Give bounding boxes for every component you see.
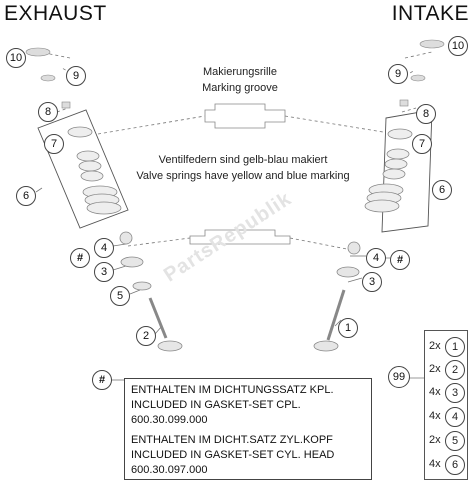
- intake-spring-seat: [336, 266, 360, 278]
- kit-item-callout[interactable]: 6: [445, 455, 465, 475]
- leader-line: [404, 51, 433, 59]
- leader-line: [347, 277, 363, 283]
- callout-exhaust-10[interactable]: 10: [6, 48, 26, 68]
- kit-contents-box: 2x 1 2x 2 4x 3 4x 4 2x 5 4x 6: [424, 330, 468, 480]
- marking-groove-top: [204, 103, 286, 129]
- leader-line: [112, 243, 127, 247]
- exhaust-valve-key: [61, 101, 71, 109]
- intake-valve-spring: [364, 128, 413, 213]
- exhaust-title: EXHAUST: [4, 2, 107, 25]
- intake-title: INTAKE: [391, 2, 469, 25]
- gasket-note-line: INCLUDED IN GASKET-SET CPL.: [131, 399, 301, 411]
- intake-valve-cotter: [410, 74, 426, 82]
- callout-intake-8[interactable]: 8: [416, 104, 436, 124]
- kit-qty: 2x: [429, 340, 441, 352]
- callout-exhaust-8[interactable]: 8: [38, 102, 58, 122]
- exhaust-spring-bracket: [37, 109, 129, 229]
- kit-qty: 2x: [429, 434, 441, 446]
- callout-exhaust-7[interactable]: 7: [44, 134, 64, 154]
- kit-row: 4x 3: [427, 383, 467, 403]
- callout-gasket-hash[interactable]: #: [92, 370, 112, 390]
- leader-line: [35, 187, 43, 193]
- callout-intake-7[interactable]: 7: [412, 134, 432, 154]
- gasket-note-line: ENTHALTEN IM DICHT.SATZ ZYL.KOPF: [131, 434, 333, 446]
- callout-intake-9[interactable]: 9: [388, 64, 408, 84]
- springs-note-de: Ventilfedern sind gelb-blau makiert: [158, 154, 328, 166]
- intake-valve-key: [399, 99, 409, 107]
- exhaust-valve-stem-seal: [119, 231, 133, 245]
- intake-valve-stem-seal: [347, 241, 361, 255]
- gasket-note-line: 600.30.097.000: [131, 464, 208, 476]
- intake-valve-shim: [419, 39, 445, 49]
- callout-exhaust-4[interactable]: 4: [94, 238, 114, 258]
- kit-item-callout[interactable]: 5: [445, 431, 465, 451]
- callout-kit-99[interactable]: 99: [388, 366, 410, 388]
- gasket-note-box: ENTHALTEN IM DICHTUNGSSATZ KPL. INCLUDED…: [124, 378, 372, 480]
- leader-line: [289, 237, 353, 251]
- exhaust-valve-shim: [25, 47, 51, 57]
- kit-row: 4x 6: [427, 455, 467, 475]
- callout-intake-4[interactable]: 4: [366, 248, 386, 268]
- marking-groove-bottom: [189, 229, 291, 245]
- leader-line: [284, 115, 384, 133]
- callout-intake-1[interactable]: 1: [338, 318, 358, 338]
- intake-valve-stem: [326, 289, 346, 341]
- exhaust-spring-seat: [120, 256, 144, 268]
- leader-line: [112, 265, 127, 271]
- callout-exhaust-2[interactable]: 2: [136, 326, 156, 346]
- exhaust-washer: [132, 281, 152, 291]
- callout-intake-hash[interactable]: #: [390, 250, 410, 270]
- callout-exhaust-5[interactable]: 5: [110, 286, 130, 306]
- leader-line: [97, 115, 206, 135]
- callout-exhaust-hash[interactable]: #: [70, 248, 90, 268]
- callout-exhaust-6[interactable]: 6: [16, 186, 36, 206]
- kit-item-callout[interactable]: 4: [445, 407, 465, 427]
- callout-intake-10[interactable]: 10: [448, 36, 468, 56]
- kit-qty: 2x: [429, 363, 441, 375]
- gasket-note-line: 600.30.099.000: [131, 414, 208, 426]
- springs-note-en: Valve springs have yellow and blue marki…: [136, 170, 350, 182]
- kit-row: 2x 2: [427, 360, 467, 380]
- gasket-note-line: ENTHALTEN IM DICHTUNGSSATZ KPL.: [131, 384, 334, 396]
- callout-intake-6[interactable]: 6: [432, 180, 452, 200]
- kit-qty: 4x: [429, 410, 441, 422]
- leader-line: [127, 237, 191, 247]
- kit-item-callout[interactable]: 3: [445, 383, 465, 403]
- callout-exhaust-9[interactable]: 9: [66, 66, 86, 86]
- marking-groove-note-de: Makierungsrille: [203, 66, 277, 78]
- callout-exhaust-3[interactable]: 3: [94, 262, 114, 282]
- callout-intake-3[interactable]: 3: [362, 272, 382, 292]
- exhaust-valve-head: [157, 340, 183, 352]
- exhaust-valve-cotter: [40, 74, 56, 82]
- exhaust-valve-stem: [148, 297, 168, 339]
- kit-row: 2x 5: [427, 431, 467, 451]
- kit-row: 2x 1: [427, 337, 467, 357]
- intake-valve-head: [313, 340, 339, 352]
- leader-line: [401, 107, 417, 113]
- leader-line: [56, 107, 69, 113]
- marking-groove-note-en: Marking groove: [202, 82, 278, 94]
- leader-line: [129, 289, 141, 295]
- exhaust-valve-spring: [67, 126, 122, 215]
- kit-row: 4x 4: [427, 407, 467, 427]
- kit-item-callout[interactable]: 2: [445, 360, 465, 380]
- gasket-note-line: INCLUDED IN GASKET-SET CYL. HEAD: [131, 449, 335, 461]
- kit-qty: 4x: [429, 458, 441, 470]
- kit-item-callout[interactable]: 1: [445, 337, 465, 357]
- kit-qty: 4x: [429, 386, 441, 398]
